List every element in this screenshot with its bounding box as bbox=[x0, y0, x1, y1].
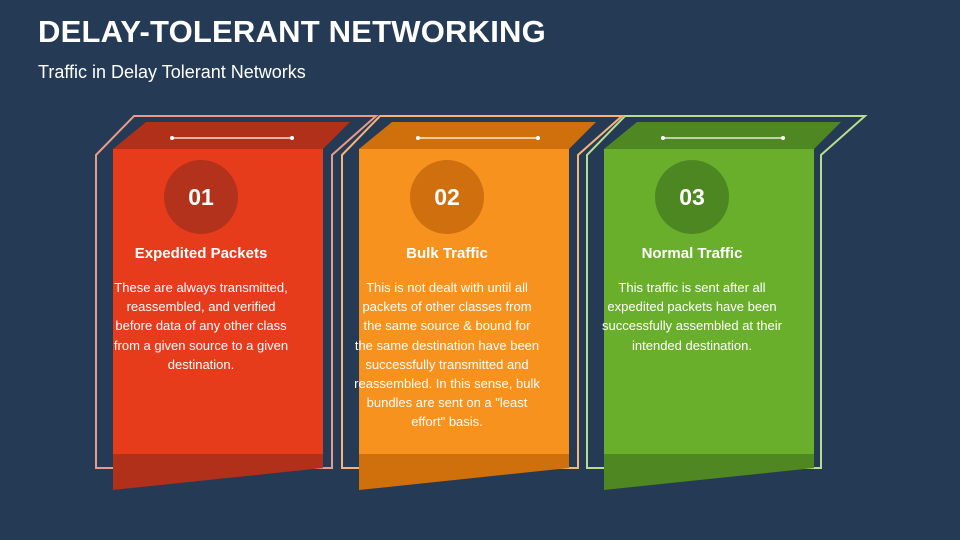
slide-subtitle: Traffic in Delay Tolerant Networks bbox=[38, 62, 306, 82]
card-title: Normal Traffic bbox=[641, 245, 743, 262]
card-description: These are always transmitted, reassemble… bbox=[113, 280, 289, 372]
card-number-badge: 02 bbox=[410, 160, 484, 234]
card-description: This traffic is sent after all expedited… bbox=[602, 280, 782, 353]
card-expedited-packets: 01 Expedited Packets These are always tr… bbox=[95, 110, 379, 500]
card-number-badge: 01 bbox=[164, 160, 238, 234]
card-bulk-traffic: 02 Bulk Traffic This is not dealt with u… bbox=[341, 110, 625, 500]
card-number-badge: 03 bbox=[655, 160, 729, 234]
card-description: This is not dealt with until all packets… bbox=[354, 280, 540, 430]
card-shape bbox=[341, 115, 625, 490]
card-normal-traffic: 03 Normal Traffic This traffic is sent a… bbox=[586, 110, 868, 500]
card-title: Expedited Packets bbox=[134, 245, 268, 262]
slide-title: DELAY-TOLERANT NETWORKING bbox=[38, 14, 546, 49]
card-title: Bulk Traffic bbox=[406, 245, 488, 262]
